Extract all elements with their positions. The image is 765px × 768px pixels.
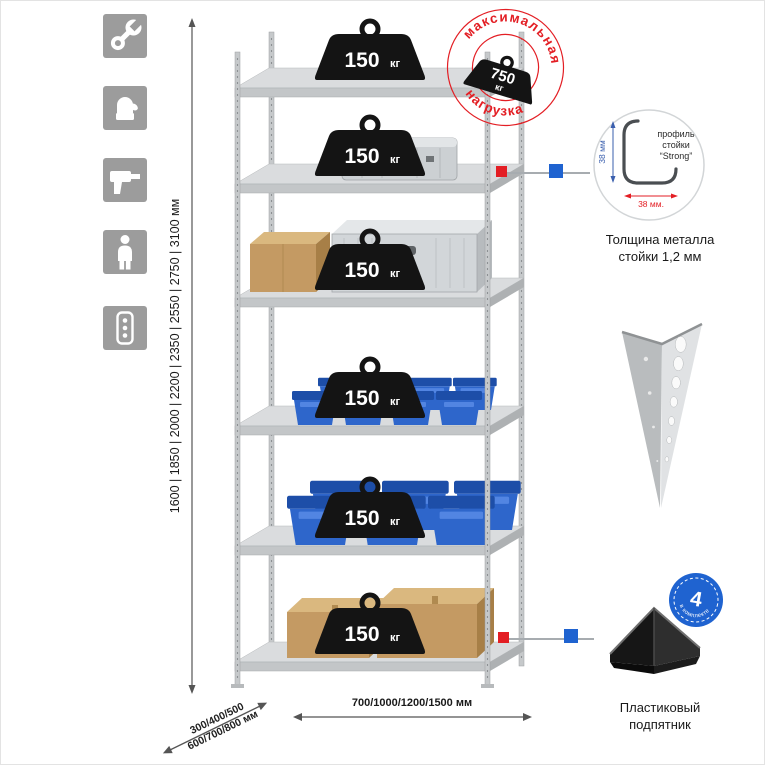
profile-caption-line1: Толщина металла <box>605 232 715 247</box>
shelf-6-load-unit: кг <box>390 632 401 644</box>
shelf-2-load-value: 150 <box>344 145 379 168</box>
profile-caption: Толщина металла стойки 1,2 мм <box>576 232 744 266</box>
marker-blue-top <box>549 164 563 178</box>
shelf-5-weight: 150 кг <box>315 479 425 538</box>
plastic-foot <box>609 606 701 674</box>
stamp-load-value: 750 <box>488 65 517 89</box>
callout-line-bottom <box>498 638 594 640</box>
profile-cross-section <box>622 119 678 185</box>
foot-caption-line1: Пластиковый <box>619 700 701 715</box>
shelf-3-weight: 150 кг <box>315 231 425 290</box>
feature-power-strip <box>103 306 147 350</box>
width-dimension-label: 700/1000/1200/1500 мм <box>352 697 472 709</box>
depth-dimension-arrow <box>162 702 268 754</box>
wrench-icon <box>110 18 143 51</box>
height-dimension-label: 1600 | 1850 | 2000 | 2200 | 2350 | 2550 … <box>168 199 182 513</box>
profile-label-line3: “Strong” <box>660 151 693 161</box>
stamp-load-unit: кг <box>494 82 505 94</box>
badge-count: 4 <box>688 587 704 612</box>
marker-red-bottom <box>498 632 509 643</box>
shelf-4-load-value: 150 <box>344 387 379 410</box>
feature-wrench <box>103 14 147 58</box>
stamp-text-top: максимальная <box>458 0 573 69</box>
marker-blue-bottom <box>564 629 578 643</box>
profile-label-line1: профиль <box>657 129 695 139</box>
shelf-4-load-unit: кг <box>390 396 401 408</box>
plastic-foot-image: 4 в комплекте <box>609 573 723 674</box>
person-icon <box>118 235 132 270</box>
shelf-6-load-value: 150 <box>344 623 379 646</box>
profile-callout: 38 мм 38 мм. профиль стойки “Strong” <box>593 109 705 221</box>
profile-caption-line2: стойки 1,2 мм <box>618 248 702 264</box>
shelf-5-load-value: 150 <box>344 507 379 530</box>
rack-front-posts <box>231 51 494 688</box>
shelf-1-load-value: 150 <box>344 49 379 72</box>
width-dimension: 700/1000/1200/1500 мм <box>293 697 532 721</box>
max-load-stamp: максимальная нагрузка 750 кг <box>446 0 573 127</box>
drill-icon <box>110 171 140 194</box>
feature-person <box>103 230 147 274</box>
kit-count-badge: 4 в комплекте <box>669 573 723 627</box>
arrow-right-icon <box>523 713 532 721</box>
shelf-2-weight: 150 кг <box>315 117 425 176</box>
shelf-2-load-unit: кг <box>390 154 401 166</box>
shelf-3-load-unit: кг <box>390 268 401 280</box>
profile-label-line2: стойки <box>662 140 690 150</box>
power-strip-icon <box>116 311 134 345</box>
shelf-4-weight: 150 кг <box>315 359 425 418</box>
glove-icon <box>116 97 138 120</box>
height-dimension: 1600 | 1850 | 2000 | 2200 | 2350 | 2550 … <box>168 18 196 694</box>
profile-dim-horizontal: 38 мм. <box>638 199 664 209</box>
shelf-3-load-value: 150 <box>344 259 379 282</box>
shelf-6-weight: 150 кг <box>315 595 425 654</box>
arrow-up-icon <box>188 18 196 27</box>
foot-caption: Пластиковый подпятник <box>576 700 744 734</box>
feature-drill <box>103 158 147 202</box>
arrow-down-icon <box>188 685 196 694</box>
feature-glove <box>103 86 147 130</box>
profile-dim-vertical: 38 мм <box>597 140 607 164</box>
svg-text:максимальная: максимальная <box>458 0 573 69</box>
corner-post-image <box>621 322 703 508</box>
shelf-1-load-unit: кг <box>390 58 401 70</box>
shelf-1-weight: 150 кг <box>315 21 425 80</box>
foot-caption-line2: подпятник <box>629 716 691 732</box>
shelf-5-load-unit: кг <box>390 516 401 528</box>
marker-red-top <box>496 166 507 177</box>
post-holes <box>643 336 687 463</box>
arrow-left-icon <box>293 713 302 721</box>
callout-line-top <box>498 172 590 174</box>
